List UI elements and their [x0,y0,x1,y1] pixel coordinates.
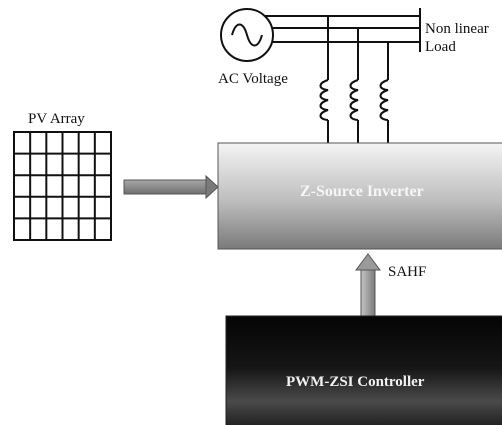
inductor-taps [327,16,389,80]
controller-label: PWM-ZSI Controller [286,374,425,390]
sahf-label: SAHF [388,264,426,280]
ac-voltage-label: AC Voltage [218,71,288,87]
z-source-inverter-block: Z-Source Inverter [217,142,502,250]
pv-to-inverter-arrow [123,174,219,200]
pv-array-label: PV Array [28,111,85,127]
inductor-coils [319,79,389,143]
pwm-zsi-controller-block: PWM-ZSI Controller [225,315,502,425]
load-label-line2: Load [425,39,456,55]
ac-source [220,8,274,62]
inductor-2 [349,79,359,143]
pv-array-grid [13,131,112,241]
sine-wave-icon [231,23,263,47]
inverter-label: Z-Source Inverter [300,183,424,200]
three-phase-bus [265,8,421,52]
inductor-1 [319,79,329,143]
controller-to-inverter-arrow [355,253,381,317]
inductor-3 [379,79,389,143]
load-label-line1: Non linear [425,21,489,37]
